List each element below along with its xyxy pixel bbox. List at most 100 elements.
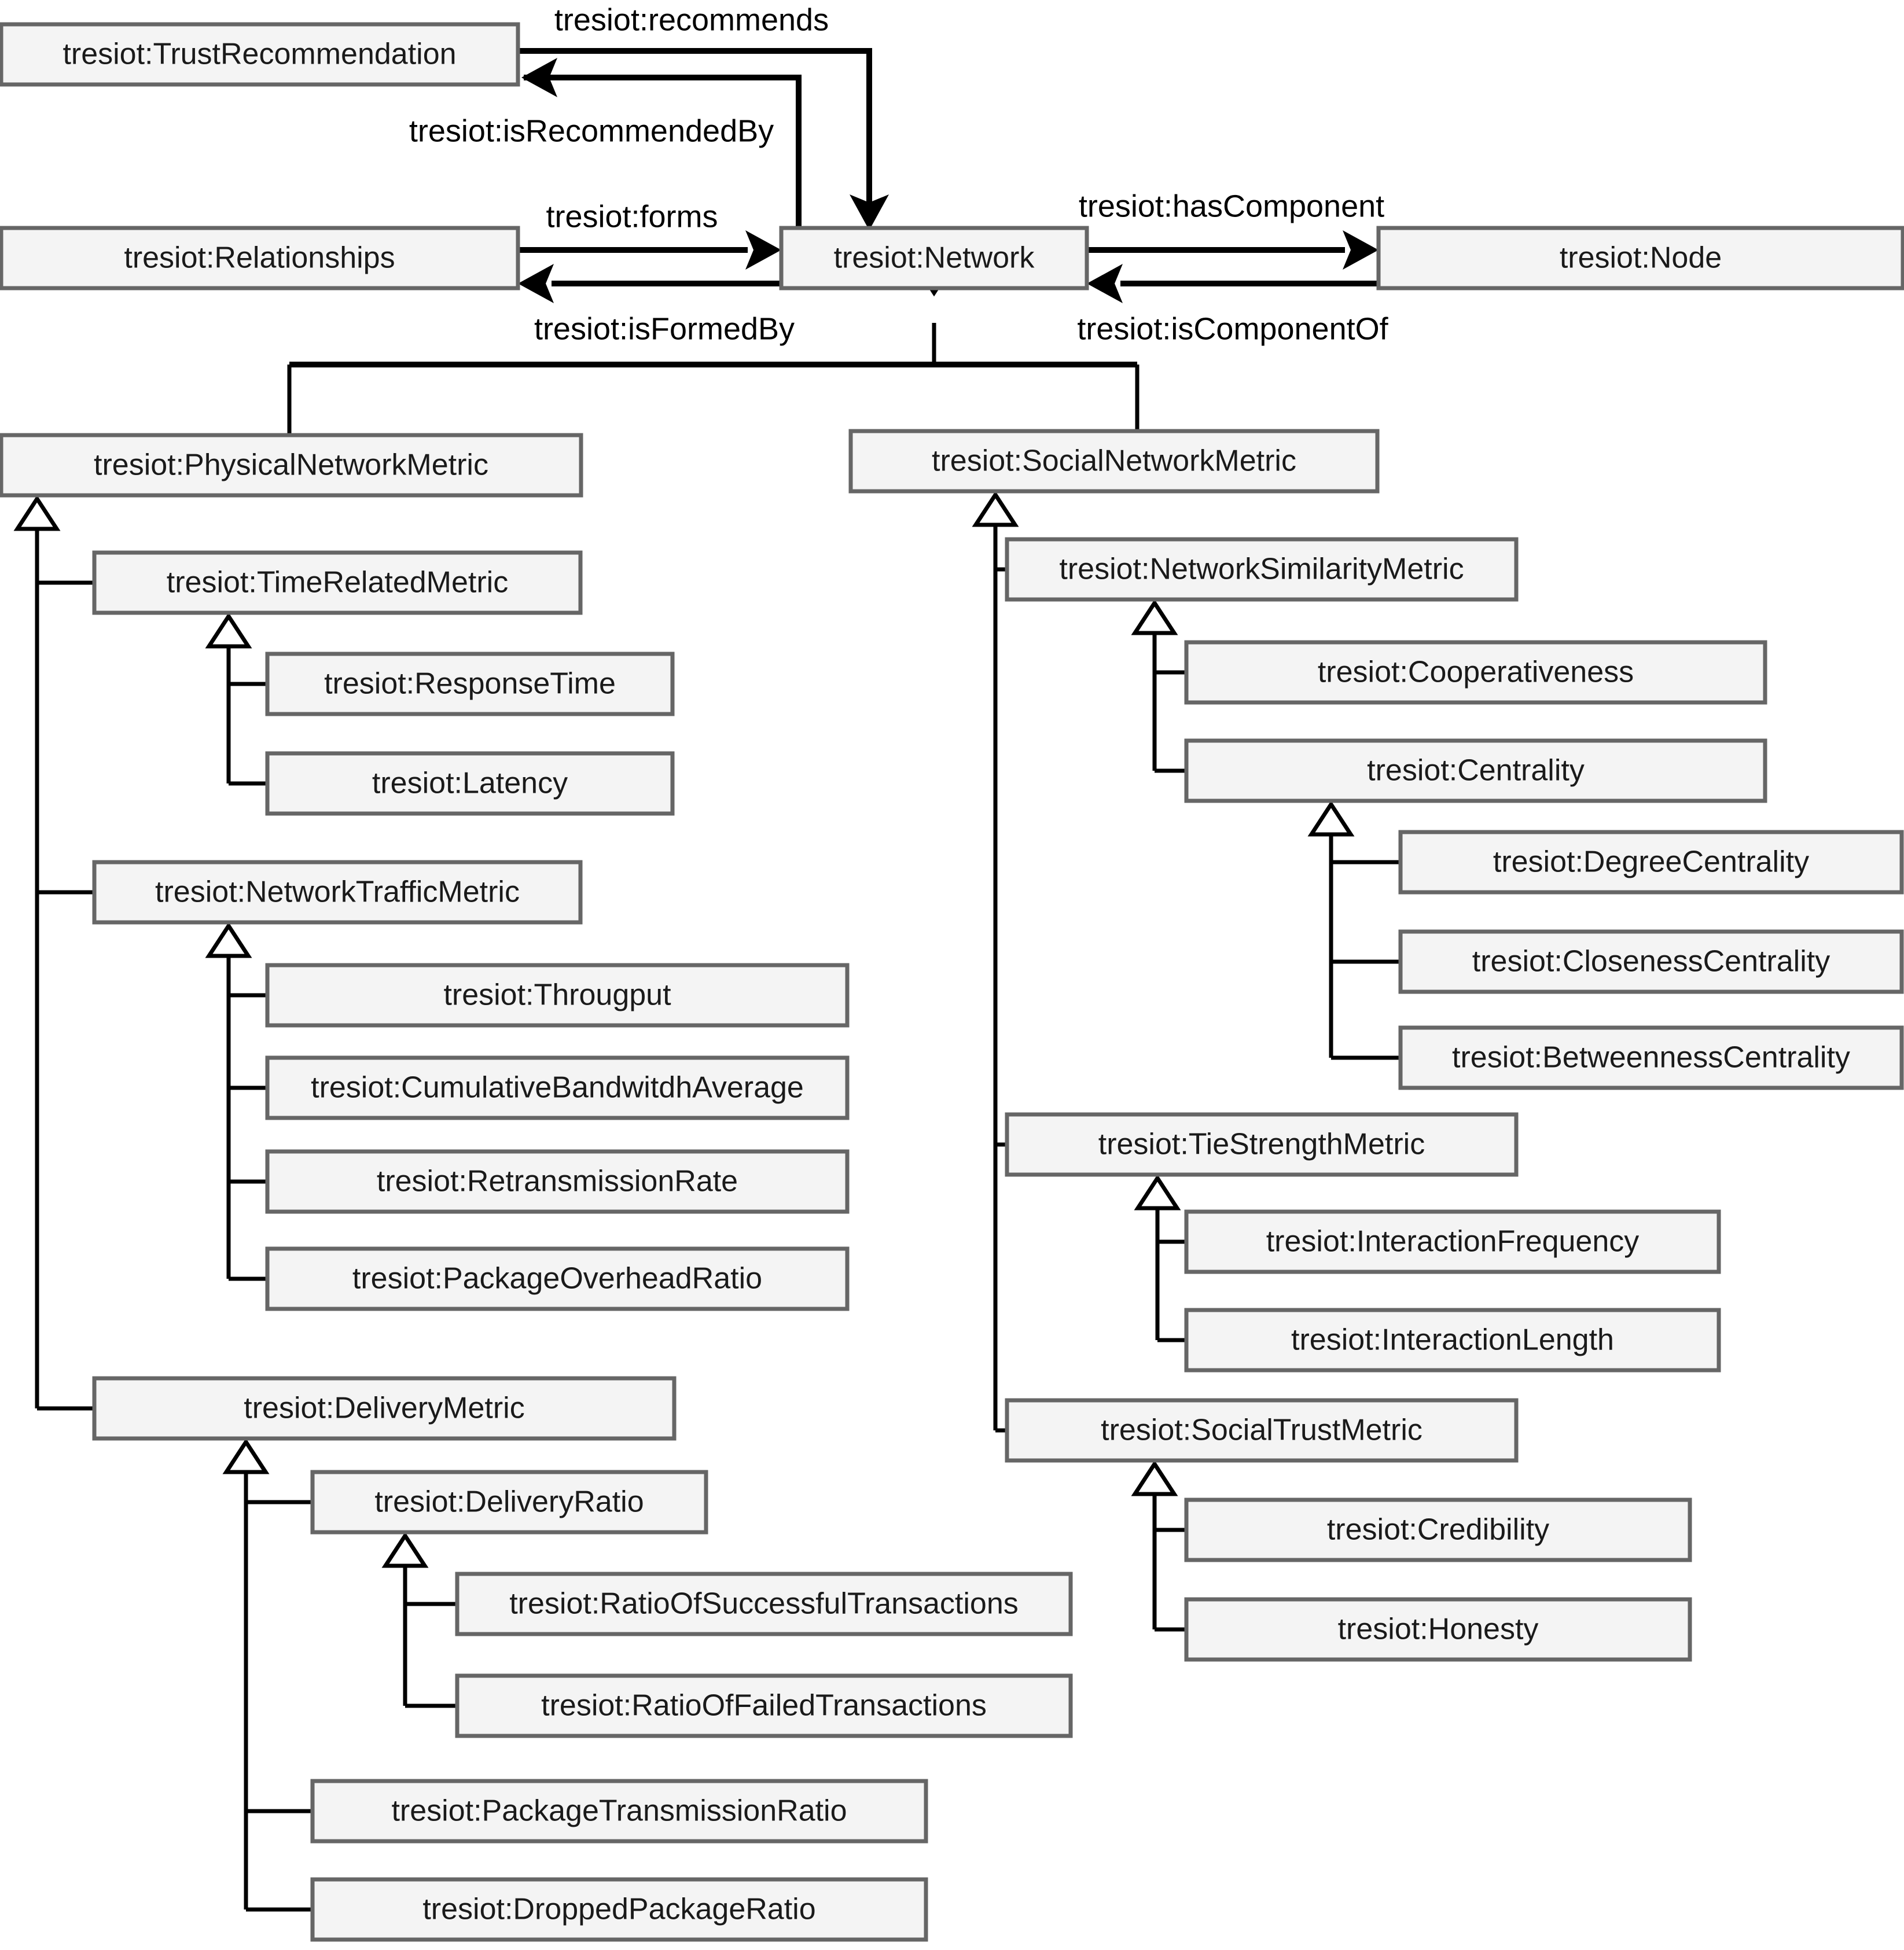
class-box-rect-socialTrustMetric xyxy=(1005,1398,1519,1463)
generalization-triangle-networkSimilarityMetric-icon xyxy=(1131,599,1178,635)
class-box-betweennessCentrality[interactable]: tresiot:BetweennessCentrality xyxy=(1398,1025,1904,1090)
class-box-responseTime[interactable]: tresiot:ResponseTime xyxy=(265,652,675,716)
class-box-credibility[interactable]: tresiot:Credibility xyxy=(1184,1498,1692,1562)
class-box-relationships[interactable]: tresiot:Relationships xyxy=(0,226,520,290)
class-box-label-credibility: tresiot:Credibility xyxy=(1327,1513,1549,1547)
class-box-label-networkSimilarityMetric: tresiot:NetworkSimilarityMetric xyxy=(1059,553,1464,586)
class-box-rect-networkTrafficMetric xyxy=(92,860,583,925)
class-box-cooperativeness[interactable]: tresiot:Cooperativeness xyxy=(1184,640,1767,705)
class-box-label-tieStrengthMetric: tresiot:TieStrengthMetric xyxy=(1098,1128,1425,1161)
class-box-rect-tieStrengthMetric xyxy=(1005,1112,1519,1177)
class-box-packageOverheadRatio[interactable]: tresiot:PackageOverheadRatio xyxy=(265,1246,850,1311)
generalization-triangle-networkTrafficMetric-icon xyxy=(205,922,252,958)
class-box-networkSimilarityMetric[interactable]: tresiot:NetworkSimilarityMetric xyxy=(1005,537,1519,602)
class-box-label-retransmissionRate: tresiot:RetransmissionRate xyxy=(377,1165,738,1198)
class-box-label-node: tresiot:Node xyxy=(1560,241,1722,275)
class-box-trustRecommendation[interactable]: tresiot:TrustRecommendation xyxy=(0,22,520,87)
generalization-triangle-tieStrengthMetric-icon xyxy=(1134,1174,1181,1211)
class-box-label-deliveryRatio: tresiot:DeliveryRatio xyxy=(374,1485,644,1519)
class-box-rect-interactionFrequency xyxy=(1184,1209,1721,1274)
class-box-label-relationships: tresiot:Relationships xyxy=(124,241,395,275)
class-box-rect-centrality xyxy=(1184,738,1767,803)
class-box-physicalNetworkMetric[interactable]: tresiot:PhysicalNetworkMetric xyxy=(0,433,583,498)
class-box-rect-responseTime xyxy=(265,652,675,716)
class-box-rect-betweennessCentrality xyxy=(1398,1025,1904,1090)
class-box-honesty[interactable]: tresiot:Honesty xyxy=(1184,1597,1692,1662)
generalization-triangle-timeRelatedMetric-icon xyxy=(205,612,252,649)
class-box-label-network: tresiot:Network xyxy=(834,241,1035,275)
class-box-socialNetworkMetric[interactable]: tresiot:SocialNetworkMetric xyxy=(848,429,1380,494)
class-box-closenessCentrality[interactable]: tresiot:ClosenessCentrality xyxy=(1398,929,1904,994)
association-label-isRecommendedBy: tresiot:isRecommendedBy xyxy=(409,113,774,148)
class-box-label-througput: tresiot:Througput xyxy=(443,978,671,1012)
class-box-deliveryRatio[interactable]: tresiot:DeliveryRatio xyxy=(310,1470,708,1535)
class-box-cumulativeBandwitdhAverage[interactable]: tresiot:CumulativeBandwitdhAverage xyxy=(265,1055,850,1120)
class-box-ratioOfFailedTransactions[interactable]: tresiot:RatioOfFailedTransactions xyxy=(455,1673,1073,1738)
class-box-label-physicalNetworkMetric: tresiot:PhysicalNetworkMetric xyxy=(94,448,488,482)
class-box-rect-througput xyxy=(265,963,850,1028)
class-box-rect-networkSimilarityMetric xyxy=(1005,537,1519,602)
assoc-is-component-of-arrowhead xyxy=(1087,264,1123,303)
generalization-triangle-centrality-icon xyxy=(1307,800,1355,837)
class-box-label-packageOverheadRatio: tresiot:PackageOverheadRatio xyxy=(352,1262,762,1296)
class-box-timeRelatedMetric[interactable]: tresiot:TimeRelatedMetric xyxy=(92,550,583,615)
class-box-label-timeRelatedMetric: tresiot:TimeRelatedMetric xyxy=(167,566,508,599)
class-box-rect-relationships xyxy=(0,226,520,290)
class-box-socialTrustMetric[interactable]: tresiot:SocialTrustMetric xyxy=(1005,1398,1519,1463)
assoc-is-formed-by-arrowhead xyxy=(518,264,554,303)
class-box-label-cumulativeBandwitdhAverage: tresiot:CumulativeBandwitdhAverage xyxy=(311,1071,804,1105)
class-box-rect-network xyxy=(779,226,1089,290)
class-box-networkTrafficMetric[interactable]: tresiot:NetworkTrafficMetric xyxy=(92,860,583,925)
assoc-has-component-arrowhead xyxy=(1343,230,1379,270)
class-box-tieStrengthMetric[interactable]: tresiot:TieStrengthMetric xyxy=(1005,1112,1519,1177)
class-box-degreeCentrality[interactable]: tresiot:DegreeCentrality xyxy=(1398,830,1904,895)
class-box-label-deliveryMetric: tresiot:DeliveryMetric xyxy=(244,1392,524,1425)
class-box-interactionLength[interactable]: tresiot:InteractionLength xyxy=(1184,1308,1721,1373)
class-box-rect-credibility xyxy=(1184,1498,1692,1562)
class-box-rect-ratioOfFailedTransactions xyxy=(455,1673,1073,1738)
class-box-label-socialNetworkMetric: tresiot:SocialNetworkMetric xyxy=(932,444,1296,478)
association-labels-layer: tresiot:recommends tresiot:isRecommendedB… xyxy=(409,2,1389,346)
class-box-label-cooperativeness: tresiot:Cooperativeness xyxy=(1318,656,1634,689)
generalization-triangle-socialTrustMetric-icon xyxy=(1131,1460,1178,1496)
generalization-triangle-deliveryMetric-icon xyxy=(222,1438,270,1474)
class-box-packageTransmissionRatio[interactable]: tresiot:PackageTransmissionRatio xyxy=(310,1779,928,1844)
class-box-droppedPackageRatio[interactable]: tresiot:DroppedPackageRatio xyxy=(310,1877,928,1942)
assoc-recommends-line xyxy=(518,48,872,223)
class-box-label-closenessCentrality: tresiot:ClosenessCentrality xyxy=(1472,945,1830,978)
class-box-rect-ratioOfSuccessfulTransactions xyxy=(455,1572,1073,1636)
class-box-label-ratioOfFailedTransactions: tresiot:RatioOfFailedTransactions xyxy=(541,1689,987,1723)
class-box-label-networkTrafficMetric: tresiot:NetworkTrafficMetric xyxy=(155,875,520,909)
class-box-node[interactable]: tresiot:Node xyxy=(1376,226,1904,290)
class-box-rect-physicalNetworkMetric xyxy=(0,433,583,498)
class-box-centrality[interactable]: tresiot:Centrality xyxy=(1184,738,1767,803)
class-box-label-droppedPackageRatio: tresiot:DroppedPackageRatio xyxy=(422,1893,815,1926)
class-box-latency[interactable]: tresiot:Latency xyxy=(265,751,675,816)
class-box-rect-honesty xyxy=(1184,1597,1692,1662)
class-box-retransmissionRate[interactable]: tresiot:RetransmissionRate xyxy=(265,1149,850,1214)
class-box-rect-timeRelatedMetric xyxy=(92,550,583,615)
class-box-ratioOfSuccessfulTransactions[interactable]: tresiot:RatioOfSuccessfulTransactions xyxy=(455,1572,1073,1636)
class-box-rect-degreeCentrality xyxy=(1398,830,1904,895)
class-box-rect-latency xyxy=(265,751,675,816)
generalization-triangle-physicalNetworkMetric-icon xyxy=(13,495,61,531)
association-label-forms: tresiot:forms xyxy=(546,199,718,234)
class-box-rect-retransmissionRate xyxy=(265,1149,850,1214)
class-box-rect-deliveryMetric xyxy=(92,1376,677,1441)
class-box-interactionFrequency[interactable]: tresiot:InteractionFrequency xyxy=(1184,1209,1721,1274)
class-box-deliveryMetric[interactable]: tresiot:DeliveryMetric xyxy=(92,1376,677,1441)
class-box-rect-cumulativeBandwitdhAverage xyxy=(265,1055,850,1120)
association-label-recommends: tresiot:recommends xyxy=(554,2,829,37)
class-box-rect-packageOverheadRatio xyxy=(265,1246,850,1311)
assoc-recommends-arrowhead xyxy=(850,194,889,230)
class-box-label-ratioOfSuccessfulTransactions: tresiot:RatioOfSuccessfulTransactions xyxy=(509,1587,1019,1621)
class-box-rect-deliveryRatio xyxy=(310,1470,708,1535)
class-box-label-honesty: tresiot:Honesty xyxy=(1338,1613,1539,1646)
class-box-label-packageTransmissionRatio: tresiot:PackageTransmissionRatio xyxy=(391,1794,847,1828)
assoc-forms-arrowhead xyxy=(745,230,781,270)
class-box-rect-packageTransmissionRatio xyxy=(310,1779,928,1844)
class-box-rect-cooperativeness xyxy=(1184,640,1767,705)
class-box-througput[interactable]: tresiot:Througput xyxy=(265,963,850,1028)
class-box-network[interactable]: tresiot:Network xyxy=(779,226,1089,290)
